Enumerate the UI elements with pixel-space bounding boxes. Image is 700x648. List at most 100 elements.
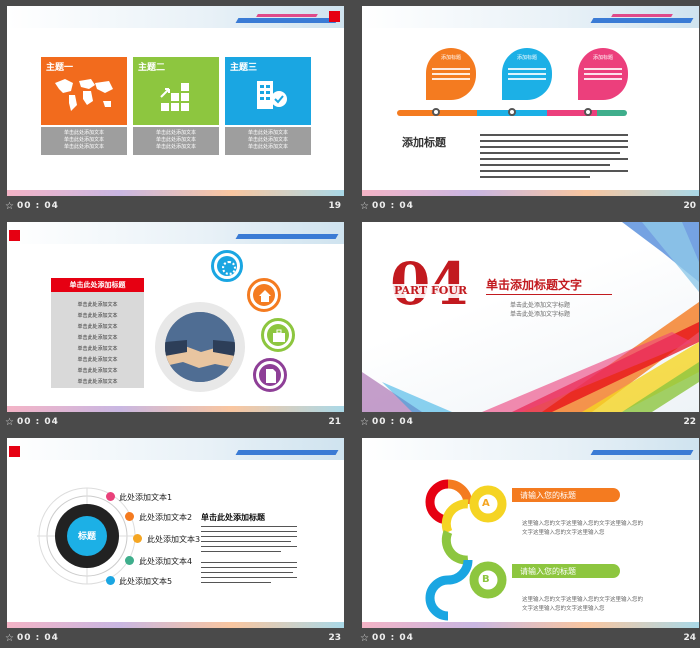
handshake-photo: [165, 312, 235, 382]
red-marker: [9, 230, 20, 241]
list-item-3: 此处添加文本3: [147, 535, 201, 544]
title-a-text: 请输入您的标题: [520, 491, 576, 500]
decor-stripe: [590, 450, 694, 455]
list-item: 单击此处添加文本: [77, 313, 118, 319]
tile-title: 主题二: [138, 63, 166, 73]
subtitle-1: 单击此处添加文字标题: [510, 302, 571, 309]
top-band: [7, 6, 344, 28]
box-line: 单击此处添加文本: [155, 137, 196, 143]
bullet-dot: [133, 534, 142, 543]
bullet-dot: [125, 512, 134, 521]
list-item: 单击此处添加文本: [77, 357, 118, 363]
box-line: 单击此处添加文本: [247, 130, 288, 136]
bottom-band: [362, 190, 699, 196]
body-line: 文字这里输入您的文字这里输入您: [522, 606, 605, 612]
text-line: [432, 68, 470, 70]
label-b: B: [482, 574, 490, 585]
photo-ring: [155, 302, 245, 392]
slide-number: 20: [683, 201, 696, 211]
slide-thumb-20[interactable]: 添加标题 添加标题 添加标题 添加标题: [355, 0, 700, 216]
slide-20[interactable]: 添加标题 添加标题 添加标题 添加标题: [362, 6, 699, 196]
list-item: 单击此处添加文本: [77, 346, 118, 352]
label-a: A: [482, 498, 490, 509]
box-line: 单击此处添加文本: [63, 144, 104, 150]
thumb-caption: ☆ 00 : 04 24: [355, 630, 700, 648]
star-icon: ☆: [360, 201, 369, 212]
section-heading: 添加标题: [402, 136, 446, 149]
world-map-icon: [55, 79, 113, 111]
top-band: [362, 438, 699, 460]
transition-time: 00 : 04: [17, 633, 59, 643]
text-list-box: 单击此处添加文本 单击此处添加文本 单击此处添加文本 单击此处添加文本 单击此处…: [51, 292, 144, 388]
slide-24[interactable]: A B 请输入您的标题 这里输入您的文字这里输入您的文字这里输入您的 文字这里输…: [362, 438, 699, 628]
box-line: 单击此处添加文本: [155, 130, 196, 136]
slide-19[interactable]: 主题一 主题二 主题三: [7, 6, 344, 196]
star-icon: ☆: [5, 633, 14, 644]
stair-chart-icon: [160, 83, 189, 111]
list-item: 单击此处添加文本: [77, 324, 118, 330]
bottom-band: [7, 406, 344, 412]
list-item: 单击此处添加文本: [77, 335, 118, 341]
tile-title: 主题一: [46, 63, 74, 73]
transition-time: 00 : 04: [372, 633, 414, 643]
box-line: 单击此处添加文本: [63, 130, 104, 136]
body-line: 这里输入您的文字这里输入您的文字这里输入您的: [522, 597, 644, 603]
slide-23[interactable]: 标题 此处添加文本1 此处添加文本2 此处添加文本3 此处添加文本4 此处添加文…: [7, 438, 344, 628]
list-item-5: 此处添加文本5: [119, 577, 173, 586]
title-bar: 单击此处添加标题: [51, 278, 144, 292]
swoosh-decoration: [362, 222, 699, 412]
bubble-2: 添加标题: [502, 48, 552, 100]
text-line: [508, 73, 546, 75]
list-item: 单击此处添加文本: [77, 302, 118, 308]
top-band: [362, 6, 699, 28]
thumb-caption: ☆ 00 : 04 19: [0, 198, 345, 216]
decor-stripe: [611, 14, 673, 17]
slide-thumb-22[interactable]: 04 PART FOUR 单击添加标题文字 单击此处添加文字标题 单击此处添加文…: [355, 216, 700, 432]
list-item-1: 此处添加文本1: [119, 493, 173, 502]
slide-number: 19: [328, 201, 341, 211]
text-box-3: 单击此处添加文本 单击此处添加文本 单击此处添加文本: [225, 127, 311, 155]
slide-title: 单击添加标题文字: [486, 278, 583, 292]
star-icon: ☆: [360, 633, 369, 644]
bullet-dot: [106, 492, 115, 501]
slide-thumb-19[interactable]: 主题一 主题二 主题三: [0, 0, 345, 216]
list-item: 单击此处添加文本: [77, 368, 118, 374]
slide-22[interactable]: 04 PART FOUR 单击添加标题文字 单击此处添加文字标题 单击此处添加文…: [362, 222, 699, 412]
text-line: [508, 68, 546, 70]
decor-stripe: [235, 234, 339, 239]
gear-icon: [211, 250, 243, 282]
slide-thumb-24[interactable]: A B 请输入您的标题 这里输入您的文字这里输入您的文字这里输入您的 文字这里输…: [355, 432, 700, 648]
tile-topic-3: 主题三: [225, 57, 311, 125]
timeline-segment: [547, 110, 597, 116]
box-line: 单击此处添加文本: [63, 137, 104, 143]
bubble-title: 添加标题: [516, 55, 537, 61]
body-line: 文字这里输入您的文字这里输入您: [522, 530, 605, 536]
thumb-caption: ☆ 00 : 04 22: [355, 414, 700, 432]
slide-number: 22: [683, 417, 696, 427]
text-line: [584, 68, 622, 70]
text-line: [584, 73, 622, 75]
home-icon: [247, 278, 281, 312]
slide-21[interactable]: 单击此处添加标题 单击此处添加文本 单击此处添加文本 单击此处添加文本 单击此处…: [7, 222, 344, 412]
bottom-band: [7, 622, 344, 628]
bottom-band: [362, 622, 699, 628]
transition-time: 00 : 04: [17, 417, 59, 427]
timeline-dot: [584, 108, 592, 116]
slide-thumb-23[interactable]: 标题 此处添加文本1 此处添加文本2 此处添加文本3 此处添加文本4 此处添加文…: [0, 432, 345, 648]
document-icon: [253, 358, 287, 392]
list-item-4: 此处添加文本4: [139, 557, 193, 566]
bullet-dot: [125, 556, 134, 565]
box-line: 单击此处添加文本: [155, 144, 196, 150]
subtitle-2: 单击此处添加文字标题: [510, 311, 571, 318]
list-item-2: 此处添加文本2: [139, 513, 193, 522]
body-line: 这里输入您的文字这里输入您的文字这里输入您的: [522, 521, 644, 527]
briefcase-icon: [261, 318, 295, 352]
tile-topic-2: 主题二: [133, 57, 219, 125]
body-text-b: 这里输入您的文字这里输入您的文字这里输入您的 文字这里输入您的文字这里输入您: [522, 596, 692, 614]
red-marker: [9, 446, 20, 457]
bubble-title: 添加标题: [440, 55, 461, 61]
slide-number: 23: [328, 633, 341, 643]
slide-thumb-21[interactable]: 单击此处添加标题 单击此处添加文本 单击此处添加文本 单击此处添加文本 单击此处…: [0, 216, 345, 432]
text-box-2: 单击此处添加文本 单击此处添加文本 单击此处添加文本: [133, 127, 219, 155]
list-item: 单击此处添加文本: [77, 379, 118, 385]
